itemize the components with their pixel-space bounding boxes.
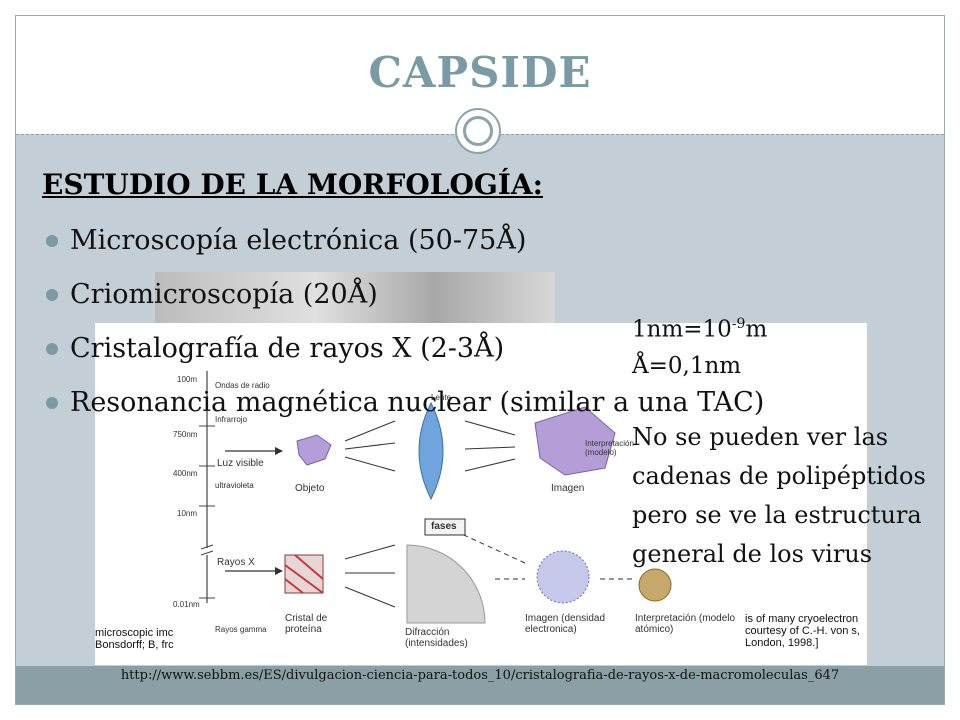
label-001nm: 0.01nm <box>173 600 200 609</box>
resolution-note: No se pueden ver las cadenas de polipépt… <box>632 423 926 568</box>
visible-arrowhead <box>275 447 283 455</box>
axis-break-mark-1 <box>200 544 214 550</box>
credit-right: is of many cryoelectron courtesy of C.-H… <box>745 613 860 649</box>
nm-unit: m <box>745 316 768 343</box>
micrograph-image <box>155 272 555 328</box>
nm-exponent: -9 <box>731 316 746 332</box>
ray-2 <box>344 442 396 450</box>
label-visible: Luz visible <box>217 458 264 469</box>
label-750nm: 750nm <box>173 430 198 439</box>
footer-bar <box>16 666 944 704</box>
caption-difraccion: Difracción (intensidades) <box>405 627 468 649</box>
atomic-model <box>638 568 672 602</box>
caption-interp-bottom: Interpretación (modelo atómico) <box>635 613 736 635</box>
phase-arrow <box>454 530 526 564</box>
bullet-list: Microscopía electrónica (50-75Å) Criomic… <box>44 214 764 430</box>
bullet-item: Criomicroscopía (20Å) <box>44 268 764 322</box>
crystal-hatch-2 <box>294 554 324 580</box>
fases-box <box>424 518 466 536</box>
nm-conversion: 1nm=10-9m <box>632 306 767 348</box>
diagram-svg <box>199 371 672 624</box>
caption-imagen-top: Imagen <box>551 483 585 494</box>
label-radio: Ondas de radio <box>215 381 270 390</box>
label-uv: ultravioleta <box>215 481 254 490</box>
axis-break-mark-2 <box>200 550 214 556</box>
xray-arrowhead <box>275 567 283 575</box>
ray-1 <box>344 420 396 442</box>
caption-imagen-bottom: Imagen (densidad electronica) <box>525 613 606 635</box>
section-heading: ESTUDIO DE LA MORFOLOGÍA: <box>42 168 543 201</box>
slide-title: CAPSIDE <box>368 48 592 97</box>
label-xray: Rayos X <box>217 557 255 568</box>
density-image <box>536 550 590 604</box>
angstrom-conversion: Å=0,1nm <box>632 352 742 379</box>
bullet-item: Microscopía electrónica (50-75Å) <box>44 214 764 268</box>
caption-cristal: Cristal de proteína <box>285 613 328 635</box>
caption-lente: Lente <box>431 393 452 402</box>
caption-interp-top: Interpretación (modelo) <box>585 439 634 457</box>
ray-4 <box>464 420 516 436</box>
bullet-item: Resonancia magnética nuclear (similar a … <box>44 376 764 430</box>
crystal-hatch-3 <box>284 578 304 594</box>
caption-objeto: Objeto <box>295 483 325 494</box>
diffraction-pattern <box>406 544 486 624</box>
caption-fases: fases <box>431 521 457 532</box>
ray-9 <box>344 586 396 608</box>
divider-ring-icon <box>455 108 501 154</box>
object-shape <box>296 434 332 466</box>
label-infra: Infrarrojo <box>215 415 248 424</box>
ray-5 <box>464 446 516 450</box>
source-link[interactable]: http://www.sebbm.es/ES/divulgacion-cienc… <box>120 668 840 683</box>
lens-shape <box>418 401 444 501</box>
spectrum-diagram: 100m 750nm 400nm 10nm 0.01nm Ondas de ra… <box>95 323 867 665</box>
label-gamma: Rayos gamma <box>215 625 267 634</box>
label-10nm: 10nm <box>177 509 198 518</box>
label-100m: 100m <box>177 375 198 384</box>
label-400nm: 400nm <box>173 469 198 478</box>
nm-base: 1nm=10 <box>632 316 732 343</box>
image-shape-top <box>534 406 616 476</box>
ray-7 <box>344 544 396 560</box>
ray-6 <box>464 458 516 472</box>
bullet-item: Cristalografía de rayos X (2-3Å) <box>44 322 764 376</box>
credit-left: microscopic imc Bonsdorff; B, frc <box>95 627 174 651</box>
crystal-hatch-1 <box>284 564 324 594</box>
unit-note: 1nm=10-9m Å=0,1nm <box>632 306 767 384</box>
ray-3 <box>344 456 396 472</box>
